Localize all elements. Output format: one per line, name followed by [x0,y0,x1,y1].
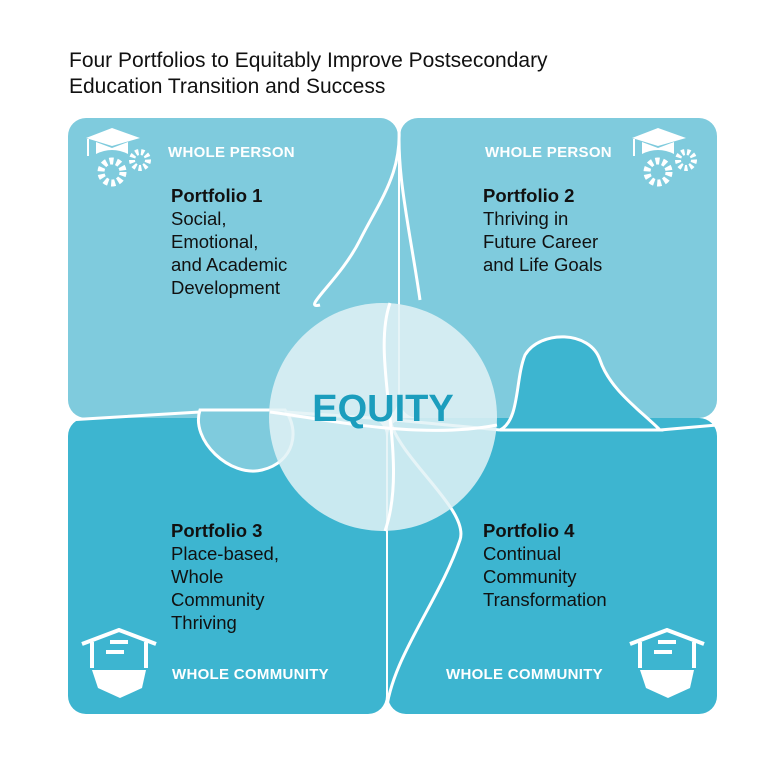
portfolio-line: and Life Goals [483,254,603,275]
whole-person-tag: WHOLE PERSON [168,144,295,161]
portfolio-line: Transformation [483,589,607,610]
portfolio-line: Place-based, [171,543,279,564]
graduation-cap-gears-icon [86,128,151,187]
portfolio-line: Thriving [171,612,237,633]
portfolio-line: Future Career [483,231,599,252]
portfolio-line: Social, [171,208,227,229]
whole-person-tag: WHOLE PERSON [485,144,612,161]
portfolio-heading: Portfolio 2 [483,185,575,206]
portfolio-2-text: Portfolio 2 Thriving in Future Career an… [483,184,602,276]
portfolio-line: Continual [483,543,562,564]
portfolio-line: Community [483,566,577,587]
puzzle-tab-4 [499,335,664,432]
portfolio-line: Community [171,589,265,610]
portfolio-4-text: Portfolio 4 Continual Community Transfor… [483,519,607,611]
portfolio-line: Thriving in [483,208,569,229]
diagram-title: Four Portfolios to Equitably Improve Pos… [69,48,548,100]
whole-community-tag: WHOLE COMMUNITY [172,666,329,683]
portfolio-line: Development [171,277,281,298]
portfolio-line: Whole [171,566,224,587]
house-handshake-icon [81,628,157,698]
equity-label: EQUITY [312,388,454,430]
portfolio-heading: Portfolio 1 [171,185,263,206]
equity-circle [269,303,497,531]
portfolio-line: Emotional, [171,231,259,252]
portfolio-1-text: Portfolio 1 Social, Emotional, and Acade… [171,184,287,299]
house-handshake-icon [629,628,705,698]
whole-community-tag: WHOLE COMMUNITY [446,666,603,683]
portfolio-line: and Academic [171,254,288,275]
portfolio-heading: Portfolio 4 [483,520,575,541]
puzzle-piece-4 [388,418,717,714]
graduation-cap-gears-icon [632,128,697,187]
portfolio-3-text: Portfolio 3 Place-based, Whole Community… [171,519,279,634]
portfolio-heading: Portfolio 3 [171,520,263,541]
title-line: Four Portfolios to Equitably Improve Pos… [69,49,548,72]
puzzle-piece-2 [400,118,717,418]
title-line: Education Transition and Success [69,75,386,98]
